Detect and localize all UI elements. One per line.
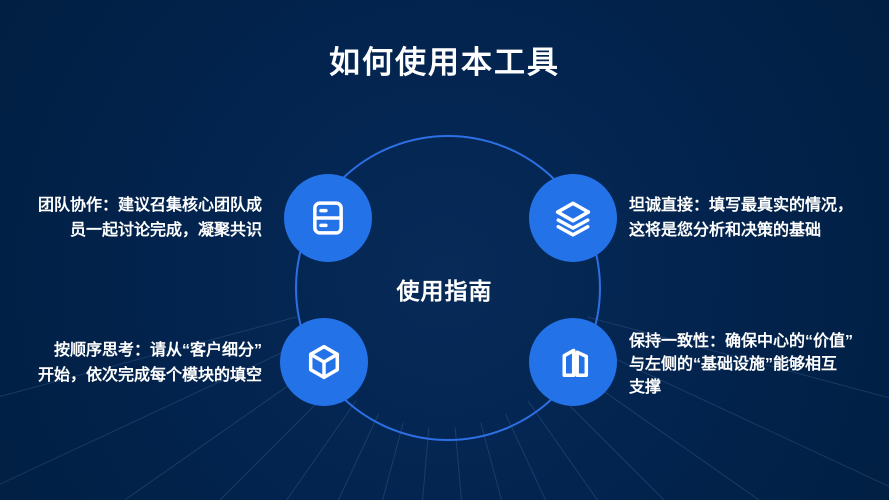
node-text-line: 开始，依次完成每个模块的填空: [37, 367, 262, 384]
node-text-line: 员一起讨论完成，凝聚共识: [69, 222, 262, 239]
node-text-team-collaboration: 团队协作：建议召集核心团队成 员一起讨论完成，凝聚共识: [38, 193, 262, 243]
center-label: 使用指南: [396, 278, 493, 304]
storage-drawers-icon: [313, 201, 343, 235]
node-text-line: 保持一致性：确保中心的“价值”: [629, 333, 854, 350]
node-text-line: 支撑: [629, 379, 662, 396]
node-icon-candid-direct: [529, 174, 617, 262]
cube-icon: [308, 344, 340, 380]
ring-circle: [295, 135, 601, 441]
slide-title: 如何使用本工具: [329, 45, 560, 80]
node-text-line: 团队协作：建议召集核心团队成: [37, 197, 262, 214]
node-icon-team-collaboration: [284, 174, 372, 262]
node-text-line: 坦诚直接：填写最真实的情况，: [629, 197, 854, 214]
node-text-line: 按顺序思考：请从“客户细分”: [53, 342, 262, 359]
node-text-candid-direct: 坦诚直接：填写最真实的情况， 这将是您分析和决策的基础: [629, 193, 853, 243]
node-text-consistency: 保持一致性：确保中心的“价值” 与左侧的“基础设施”能够相互 支撑: [629, 330, 853, 399]
layers-icon: [555, 201, 591, 237]
node-icon-sequential-thinking: [280, 318, 368, 406]
node-icon-consistency: [529, 318, 617, 406]
node-text-line: 与左侧的“基础设施”能够相互: [629, 356, 838, 373]
node-text-line: 这将是您分析和决策的基础: [629, 222, 822, 239]
open-book-icon: [562, 348, 589, 378]
node-text-sequential-thinking: 按顺序思考：请从“客户细分” 开始，依次完成每个模块的填空: [38, 338, 262, 388]
